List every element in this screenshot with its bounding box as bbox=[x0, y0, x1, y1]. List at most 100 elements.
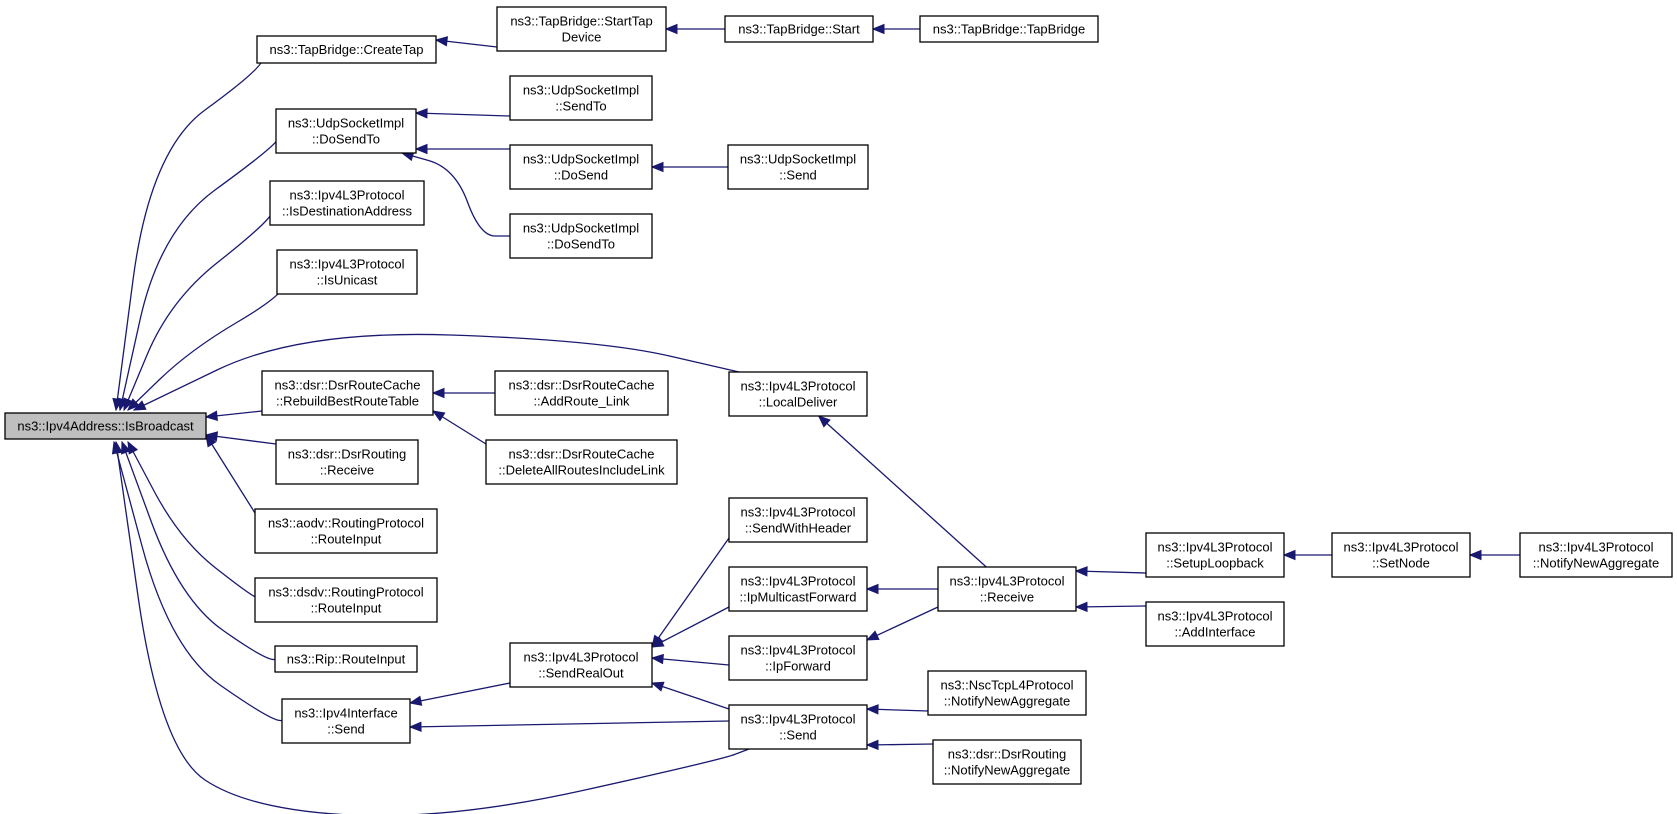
edge-line bbox=[1075, 570, 1147, 574]
edge-udpDoSend-to-udpDoSendTo bbox=[414, 143, 510, 155]
node-label: ::DoSendTo bbox=[547, 237, 615, 252]
node-box bbox=[254, 508, 438, 554]
edge-line bbox=[818, 415, 987, 568]
edge-line bbox=[866, 606, 939, 641]
node-dsrReceive[interactable]: ns3::dsr::DsrRouting::Receive bbox=[275, 439, 419, 485]
node-label: ::DoSendTo bbox=[312, 132, 380, 147]
node-ipv4IfSend[interactable]: ns3::Ipv4Interface::Send bbox=[281, 698, 411, 744]
node-udpSend[interactable]: ns3::UdpSocketImpl::Send bbox=[727, 144, 869, 190]
node-isDestAddr[interactable]: ns3::Ipv4L3Protocol::IsDestinationAddres… bbox=[269, 180, 425, 226]
edge-line bbox=[205, 434, 277, 445]
node-label: ::SendWithHeader bbox=[745, 521, 852, 536]
node-setNode[interactable]: ns3::Ipv4L3Protocol::SetNode bbox=[1331, 532, 1471, 578]
arrow-head-icon bbox=[112, 440, 123, 455]
arrow-head-icon bbox=[817, 415, 831, 428]
node-box bbox=[281, 698, 411, 744]
node-label: ::Receive bbox=[980, 590, 1034, 605]
arrow-head-icon bbox=[664, 23, 678, 35]
node-nscTcp[interactable]: ns3::NscTcpL4Protocol::NotifyNewAggregat… bbox=[927, 670, 1087, 716]
edge-l3Receive-to-ipForward bbox=[865, 606, 939, 641]
arrow-head-icon bbox=[408, 721, 422, 733]
node-isBroadcast[interactable]: ns3::Ipv4Address::IsBroadcast bbox=[4, 412, 207, 440]
node-tapBridge[interactable]: ns3::TapBridge::TapBridge bbox=[919, 15, 1099, 43]
node-label: ::RouteInput bbox=[311, 532, 382, 547]
edge-line bbox=[651, 537, 730, 648]
node-label: ns3::Ipv4L3Protocol bbox=[524, 650, 639, 665]
node-dsdv[interactable]: ns3::dsdv::RoutingProtocol::RouteInput bbox=[254, 577, 438, 623]
arrow-head-icon bbox=[127, 440, 139, 455]
node-box bbox=[4, 412, 207, 440]
node-label: ::SendTo bbox=[555, 99, 606, 114]
edge-isDestAddr-to-isBroadcast bbox=[123, 202, 279, 412]
node-box bbox=[276, 249, 418, 295]
node-label: ns3::Ipv4L3Protocol bbox=[290, 257, 405, 272]
edge-nscTcp-to-l3Send bbox=[865, 704, 929, 715]
node-ipMulticast[interactable]: ns3::Ipv4L3Protocol::IpMulticastForward bbox=[728, 566, 868, 612]
node-label: ns3::dsr::DsrRouteCache bbox=[509, 447, 655, 462]
node-rebuild[interactable]: ns3::dsr::DsrRouteCache::RebuildBestRout… bbox=[261, 370, 434, 416]
node-label: ::AddRoute_Link bbox=[533, 394, 630, 409]
edge-line bbox=[113, 441, 291, 722]
node-label: ns3::Rip::RouteInput bbox=[287, 652, 406, 667]
node-sendRealOut[interactable]: ns3::Ipv4L3Protocol::SendRealOut bbox=[509, 642, 653, 688]
edge-line bbox=[651, 606, 730, 648]
node-sendWithHeader[interactable]: ns3::Ipv4L3Protocol::SendWithHeader bbox=[728, 497, 868, 543]
edge-udpSendTo-to-udpDoSendTo bbox=[414, 108, 511, 119]
node-box bbox=[261, 370, 434, 416]
edge-setNode-to-setupLoopback bbox=[1282, 549, 1332, 561]
node-label: ::AddInterface bbox=[1175, 625, 1256, 640]
node-label: ns3::UdpSocketImpl bbox=[523, 83, 639, 98]
node-label: ::Send bbox=[327, 722, 365, 737]
node-addInterface[interactable]: ns3::Ipv4L3Protocol::AddInterface bbox=[1145, 601, 1285, 647]
arrow-head-icon bbox=[650, 637, 665, 648]
node-createTap[interactable]: ns3::TapBridge::CreateTap bbox=[256, 35, 437, 64]
node-label: ns3::TapBridge::CreateTap bbox=[270, 42, 424, 57]
edge-line bbox=[121, 441, 284, 661]
node-l3Send[interactable]: ns3::Ipv4L3Protocol::Send bbox=[728, 704, 868, 750]
node-label: ns3::TapBridge::TapBridge bbox=[933, 22, 1085, 37]
edge-notifyNewAgg-to-setNode bbox=[1468, 549, 1520, 561]
node-label: ::SetupLoopback bbox=[1166, 556, 1264, 571]
node-label: ns3::Ipv4L3Protocol bbox=[741, 643, 856, 658]
node-localDeliver[interactable]: ns3::Ipv4L3Protocol::LocalDeliver bbox=[728, 371, 868, 417]
arrow-head-icon bbox=[408, 695, 423, 706]
node-ipForward[interactable]: ns3::Ipv4L3Protocol::IpForward bbox=[728, 635, 868, 681]
arrow-head-icon bbox=[121, 440, 131, 455]
edge-line bbox=[115, 49, 266, 411]
arrow-head-icon bbox=[414, 143, 428, 155]
node-deleteAll[interactable]: ns3::dsr::DsrRouteCache::DeleteAllRoutes… bbox=[485, 439, 678, 485]
edge-localDeliver-to-isBroadcast bbox=[132, 333, 740, 411]
node-start[interactable]: ns3::TapBridge::Start bbox=[724, 15, 874, 43]
node-udpDoSend[interactable]: ns3::UdpSocketImpl::DoSend bbox=[509, 144, 653, 190]
node-label: ns3::Ipv4L3Protocol bbox=[741, 712, 856, 727]
edge-line bbox=[409, 682, 511, 704]
edge-dsdv-to-isBroadcast bbox=[127, 440, 264, 601]
node-label: ns3::UdpSocketImpl bbox=[523, 152, 639, 167]
edge-line bbox=[133, 333, 740, 411]
node-label: ::RebuildBestRouteTable bbox=[276, 394, 419, 409]
node-udpDoSendTo2[interactable]: ns3::UdpSocketImpl::DoSendTo bbox=[509, 213, 653, 259]
arrow-head-icon bbox=[204, 431, 219, 442]
node-isUnicast[interactable]: ns3::Ipv4L3Protocol::IsUnicast bbox=[276, 249, 418, 295]
edge-line bbox=[409, 720, 730, 728]
node-setupLoopback[interactable]: ns3::Ipv4L3Protocol::SetupLoopback bbox=[1145, 532, 1285, 578]
node-label: ::NotifyNewAggregate bbox=[944, 694, 1070, 709]
node-udpDoSendTo[interactable]: ns3::UdpSocketImpl::DoSendTo bbox=[275, 108, 417, 154]
node-addRouteLink[interactable]: ns3::dsr::DsrRouteCache::AddRoute_Link bbox=[494, 370, 669, 416]
node-notifyNewAgg[interactable]: ns3::Ipv4L3Protocol::NotifyNewAggregate bbox=[1519, 532, 1673, 578]
node-dsrNotify[interactable]: ns3::dsr::DsrRouting::NotifyNewAggregate bbox=[932, 739, 1082, 785]
edge-line bbox=[127, 441, 264, 601]
node-label: ns3::dsdv::RoutingProtocol bbox=[268, 585, 423, 600]
edge-dsrNotify-to-l3Send bbox=[865, 739, 934, 751]
node-rip[interactable]: ns3::Rip::RouteInput bbox=[274, 645, 418, 673]
node-aodv[interactable]: ns3::aodv::RoutingProtocol::RouteInput bbox=[254, 508, 438, 554]
node-udpSendTo[interactable]: ns3::UdpSocketImpl::SendTo bbox=[509, 75, 653, 121]
edge-line bbox=[205, 434, 256, 514]
node-l3Receive[interactable]: ns3::Ipv4L3Protocol::Receive bbox=[937, 566, 1077, 612]
node-box bbox=[937, 566, 1077, 612]
edge-start-to-startTapDevice bbox=[664, 23, 725, 35]
node-box bbox=[728, 635, 868, 681]
node-label: ns3::Ipv4Interface bbox=[294, 706, 397, 721]
arrow-head-icon bbox=[127, 398, 140, 411]
